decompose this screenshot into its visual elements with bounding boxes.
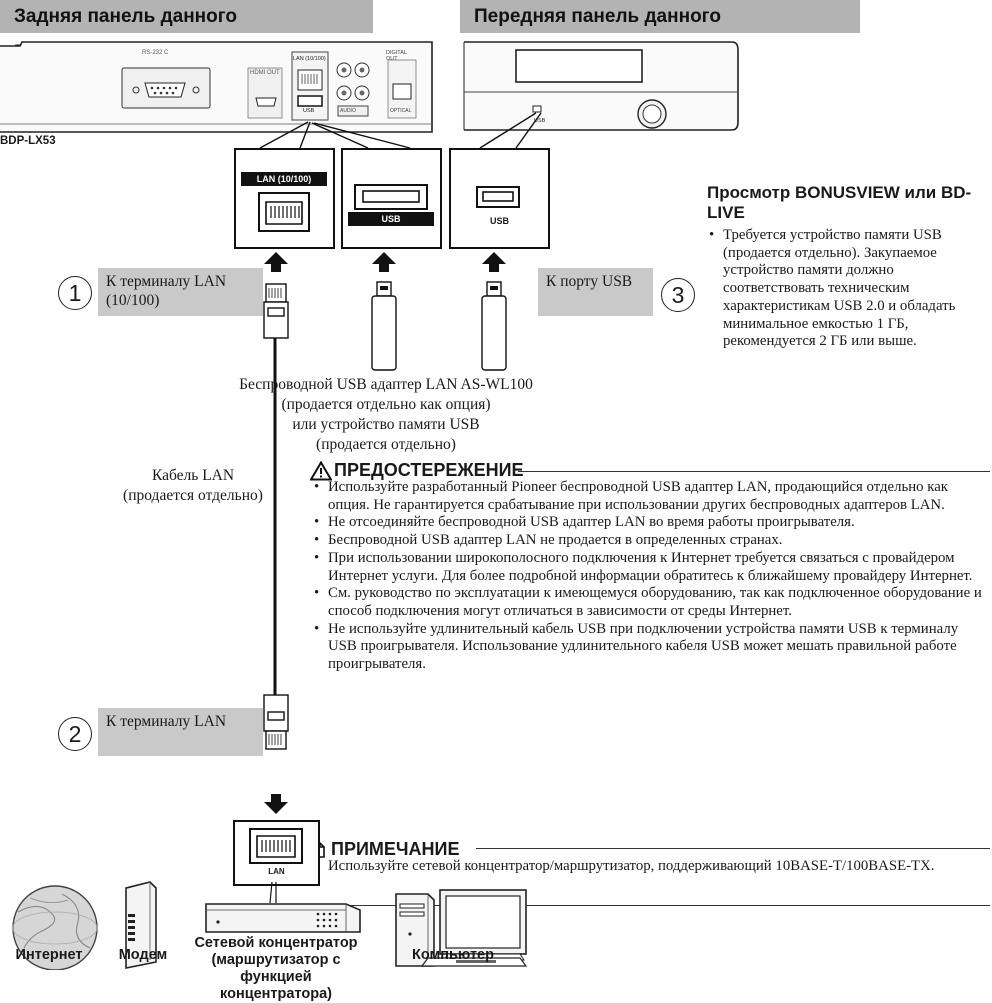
computer-tower-icon [395,893,435,967]
rear-lan-label: LAN (10/100) [293,56,326,62]
note-title-row: ПРИМЕЧАНИЕ [310,839,459,860]
model-label: BDP-LX53 [0,135,56,147]
hub-icon [205,903,361,933]
usb-adapter-caption: Беспроводной USB адаптер LAN AS-WL100 (п… [239,376,533,453]
caution-title: ПРЕДОСТЕРЕЖЕНИЕ [334,460,524,480]
globe-icon [12,885,98,970]
callout-3-number: 3 [661,278,695,312]
lan-cable-caption: Кабель LAN (продается отдельно) [123,467,263,504]
caution-item: При использовании широкополосного подклю… [312,550,988,585]
callout-2-number: 2 [58,717,92,751]
caution-item: Не отсоединяйте беспроводной USB адаптер… [312,514,988,532]
hub-lan-label: LAN [268,867,285,876]
callout-3-box: К порту USB [538,268,653,316]
rear-rs232-label: RS-232 C [142,50,169,56]
usb-port-icon [354,184,428,210]
bonusview-title: Просмотр BONUSVIEW или BD-LIVE [707,183,972,222]
caution-title-row: ПРЕДОСТЕРЕЖЕНИЕ [310,460,524,481]
rear-hdmi-label: HDMI OUT [250,70,280,76]
callout-1-box: К терминалу LAN (10/100) [98,268,263,316]
bonusview-item: Требуется устройство памяти USB (продает… [707,227,987,351]
front-usb-closeup-label: USB [489,216,509,226]
callout-2-box: К терминалу LAN [98,708,263,756]
caution-item: Беспроводной USB адаптер LAN не продаетс… [312,532,988,550]
callout-1-number: 1 [58,276,92,310]
lan-closeup-label: LAN (10/100) [241,172,327,186]
network-devices [12,881,528,970]
warning-triangle-icon [310,460,332,480]
hub-lan-closeup: LAN [233,820,320,886]
rear-optical-label: OPTICAL [390,108,412,114]
modem-icon [125,881,157,969]
hub-ethernet-port-icon [249,828,303,864]
computer-label: Компьютер [412,947,494,963]
lan-port-closeup: LAN (10/100) [234,148,335,249]
rear-usb-closeup: USB [341,148,442,249]
bonusview-list: Требуется устройство памяти USB (продает… [707,227,987,351]
front-usb-port-icon [476,186,520,208]
caution-rule [518,471,990,472]
front-panel-illustration [463,41,739,131]
rear-panel-illustration [0,41,433,133]
internet-label: Интернет [15,947,83,963]
note-rule-bottom [310,905,990,906]
ethernet-port-icon [258,192,310,232]
modem-label: Модем [118,947,168,963]
rear-digital-out-label: DIGITAL OUT [386,50,407,62]
note-rule-top [476,848,990,849]
zoom-lines [259,112,542,149]
keyboard-icon [420,957,528,967]
rear-audio-label: AUDIO [340,108,356,114]
caution-item: Используйте разработанный Pioneer беспро… [312,479,988,514]
rear-usb-label: USB [303,108,315,114]
note-title: ПРИМЕЧАНИЕ [331,839,460,859]
usb-closeup-label: USB [348,212,434,226]
front-usb-closeup: USB [449,148,550,249]
hub-label: Сетевой концентратор (маршрутизатор с фу… [194,935,358,1002]
caution-item: См. руководство по эксплуатации к имеюще… [312,585,988,620]
caution-item: Не используйте удлинительный кабель USB … [312,621,988,674]
front-usb-label: USB [534,118,546,124]
caution-list: Используйте разработанный Pioneer беспро… [312,479,988,674]
